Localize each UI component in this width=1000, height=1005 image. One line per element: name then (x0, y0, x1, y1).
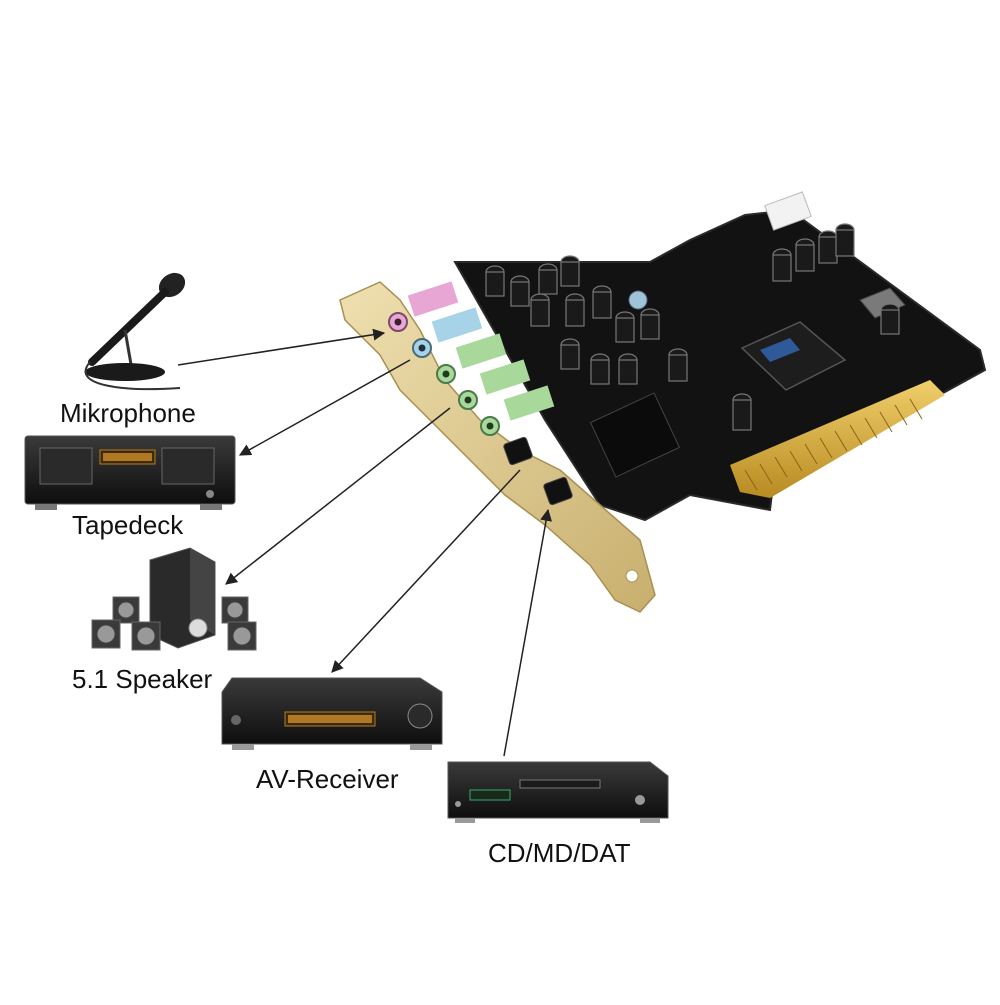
blue-housing (432, 307, 483, 342)
pink-housing (408, 281, 459, 316)
speaker-set-icon (92, 548, 256, 650)
speaker-label: 5.1 Speaker (72, 664, 212, 695)
ceramic-capacitor (629, 291, 647, 309)
arrow-card-to-receiver (332, 470, 520, 672)
cd-label: CD/MD/DAT (488, 838, 631, 869)
cd-player-icon (448, 762, 668, 823)
microphone-icon (85, 268, 190, 389)
bracket-hole (626, 570, 638, 582)
microphone-label: Mikrophone (60, 398, 196, 429)
tapedeck-label: Tapedeck (72, 510, 183, 541)
green-housing-1 (456, 333, 507, 368)
arrow-mic-to-card (178, 333, 384, 365)
tapedeck-icon (25, 436, 235, 510)
receiver-label: AV-Receiver (256, 764, 399, 795)
arrow-card-to-speaker (226, 408, 450, 584)
green-housing-2 (480, 359, 531, 394)
arrow-card-to-tapedeck (240, 360, 410, 455)
av-receiver-icon (222, 678, 442, 750)
arrow-cd-to-card (504, 510, 548, 756)
